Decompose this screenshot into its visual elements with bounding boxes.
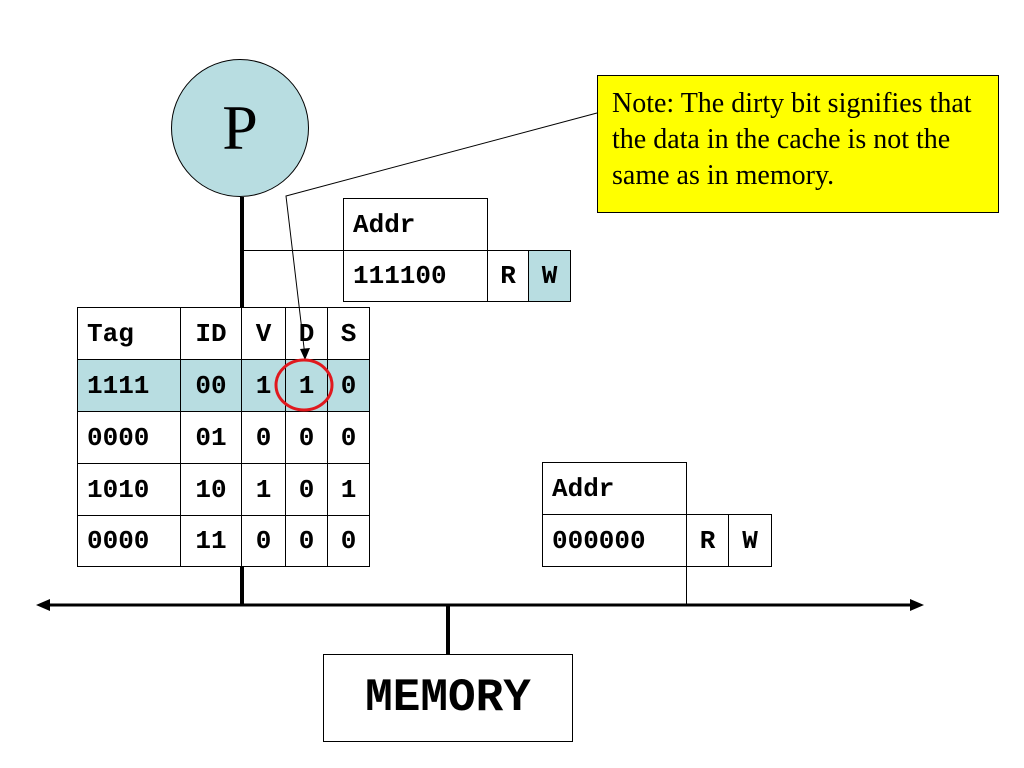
cache-cell-v: 1	[241, 359, 286, 412]
memory-box: MEMORY	[323, 654, 573, 742]
request-top-read: R	[487, 250, 529, 302]
request-tap-wire	[244, 250, 343, 251]
note-callout: Note: The dirty bit signifies that the d…	[597, 75, 999, 213]
dirty-bit-circle	[274, 358, 334, 412]
cache-cell-s: 0	[327, 359, 370, 412]
processor-node: P	[171, 59, 309, 197]
system-bus	[36, 599, 924, 611]
cache-header-tag: Tag	[77, 307, 181, 360]
memory-label: MEMORY	[365, 672, 531, 724]
request-top-address: 111100	[343, 250, 488, 302]
cache-cell-s: 0	[327, 515, 370, 567]
note-pointer-line	[285, 112, 598, 357]
cache-table: Tag ID V D S 1111 00 1 1 0 0000 01 0 0 0…	[77, 307, 370, 567]
request-bottom-address: 000000	[542, 514, 687, 567]
cache-cell-v: 0	[241, 515, 286, 567]
cache-header-s: S	[327, 307, 370, 360]
request-bottom-write: W	[728, 514, 772, 567]
cache-cell-id: 11	[180, 515, 242, 567]
processor-label: P	[222, 92, 258, 163]
cache-cell-d: 0	[285, 411, 328, 464]
cache-cell-tag: 0000	[77, 515, 181, 567]
note-pointer-arrowhead	[300, 348, 310, 360]
cache-cell-s: 1	[327, 463, 370, 516]
bus-right-arrowhead	[910, 599, 924, 611]
cache-cell-v: 1	[241, 463, 286, 516]
cache-cell-id: 10	[180, 463, 242, 516]
cache-cell-tag: 0000	[77, 411, 181, 464]
cache-cell-tag: 1010	[77, 463, 181, 516]
request-bottom-read: R	[686, 514, 729, 567]
cache-header-v: V	[241, 307, 286, 360]
bus-left-arrowhead	[36, 599, 50, 611]
note-text: Note: The dirty bit signifies that the d…	[612, 88, 972, 191]
snoop-tap-wire	[686, 566, 687, 604]
cache-cell-tag: 1111	[77, 359, 181, 412]
cache-bus-wire	[240, 566, 244, 604]
request-top-write: W	[528, 250, 571, 302]
processor-wire	[240, 197, 244, 308]
cache-cell-id: 00	[180, 359, 242, 412]
request-bottom-addr-header: Addr	[542, 462, 687, 515]
memory-wire	[446, 606, 450, 654]
